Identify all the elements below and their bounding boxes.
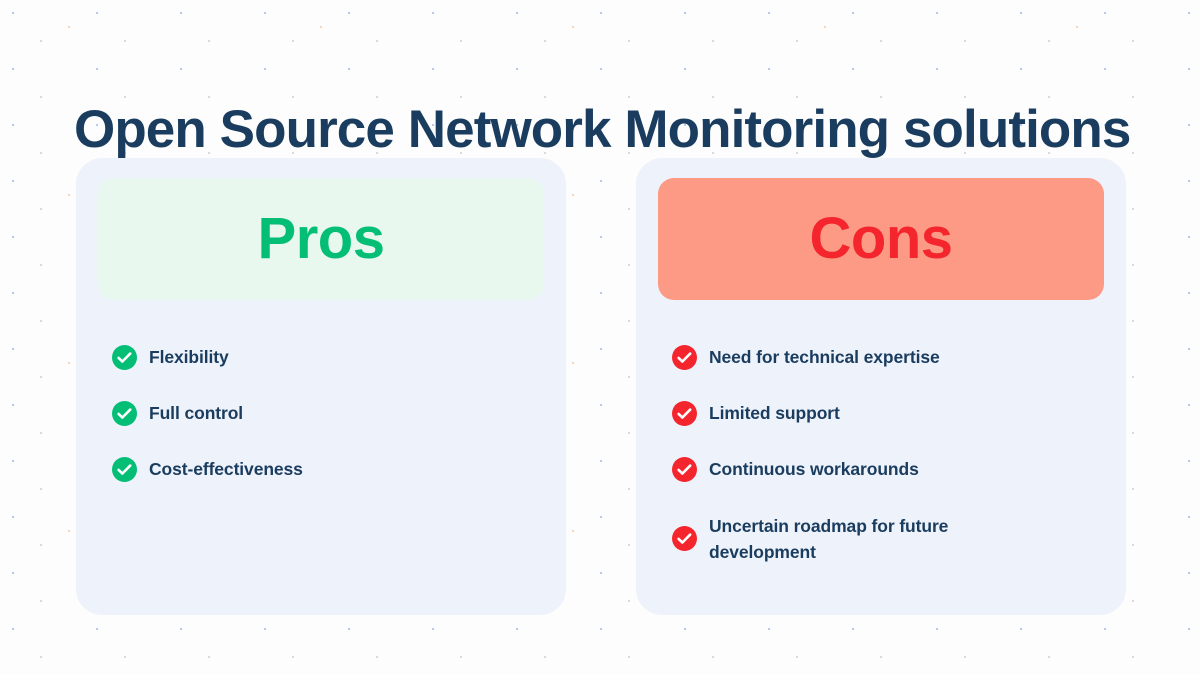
list-item-label: Cost-effectiveness — [149, 459, 303, 479]
list-item-label: Full control — [149, 403, 244, 423]
list-item-label: Continuous workarounds — [709, 459, 919, 479]
cons-list: Need for technical expertise Limited sup… — [672, 344, 1100, 565]
list-item: Uncertain roadmap for future development — [672, 512, 1100, 565]
list-item-label: Flexibility — [149, 347, 229, 367]
list-item-label: Need for technical expertise — [709, 347, 940, 367]
cons-card: Cons Need for technical expertise Limite… — [636, 158, 1126, 615]
cons-header-label: Cons — [809, 206, 954, 271]
check-circle-icon — [672, 457, 697, 482]
list-item: Full control — [112, 400, 540, 426]
list-item: Continuous workarounds — [672, 456, 1100, 482]
list-item: Flexibility — [112, 344, 540, 370]
list-item: Cost-effectiveness — [112, 456, 540, 482]
list-item: Need for technical expertise — [672, 344, 1100, 370]
pros-header: Pros — [98, 178, 544, 300]
check-circle-icon — [112, 345, 137, 370]
list-item: Limited support — [672, 400, 1100, 426]
list-item-label: Uncertain roadmap for future development — [709, 516, 949, 562]
list-item-label: Limited support — [709, 403, 840, 423]
pros-card: Pros Flexibility Full control — [76, 158, 566, 615]
page-title: Open Source Network Monitoring solutions — [74, 99, 1131, 159]
pros-header-label: Pros — [257, 206, 385, 271]
check-circle-icon — [672, 345, 697, 370]
pros-list: Flexibility Full control Cost-effectiven… — [112, 344, 540, 482]
check-circle-icon — [112, 457, 137, 482]
check-circle-icon — [672, 401, 697, 426]
cons-header: Cons — [658, 178, 1104, 300]
check-circle-icon — [672, 526, 697, 551]
check-circle-icon — [112, 401, 137, 426]
